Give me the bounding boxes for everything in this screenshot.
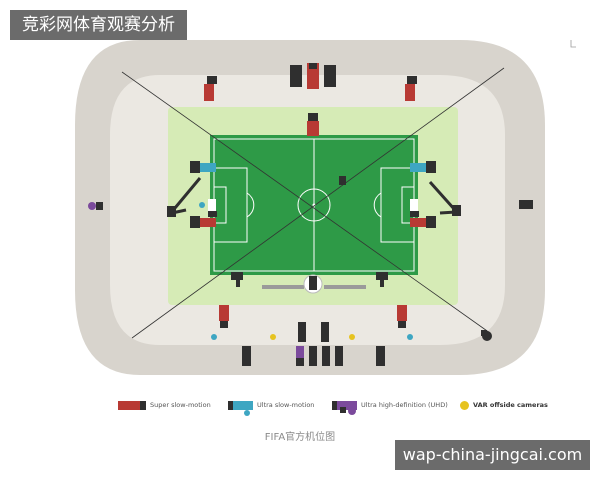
var-camera-right-yellow (349, 334, 355, 340)
legend-uhd-swatch (332, 400, 357, 410)
camera-bottom-mid-2 (321, 322, 329, 342)
legend-var-swatch (460, 400, 469, 410)
camera-centre-spider (339, 176, 346, 185)
diagram-caption: FIFA官方机位图 (264, 432, 336, 443)
legend-ultra-slow-label: Ultra slow-motion (257, 401, 315, 409)
sight-lines (121, 67, 505, 339)
corner-mark (570, 40, 576, 48)
legend-super-slow-swatch (118, 400, 146, 410)
camera-rail-left (262, 285, 304, 289)
camera-bottom-row-uhd (296, 346, 304, 366)
camera-bottom-left-red (219, 305, 229, 328)
camera-right-top-pair (410, 161, 436, 173)
legend-uhd-dot (348, 407, 356, 415)
camera-rail-right (324, 285, 366, 289)
camera-left-jib-head (167, 206, 176, 217)
camera-corner-bottom-right (481, 330, 492, 341)
camera-top-right-red (405, 76, 417, 101)
legend-uhd: Ultra high-definition (UHD) (332, 396, 448, 414)
camera-side-right (519, 200, 533, 209)
site-watermark: wap-china-jingcai.com (395, 440, 590, 470)
legend-ultra-slow-swatch (228, 400, 253, 410)
camera-top-left-red (204, 76, 217, 101)
camera-right-bottom-pair (410, 216, 436, 228)
page-title: 竞彩网体育观赛分析 (10, 10, 187, 40)
camera-top-center-1 (290, 65, 302, 87)
camera-side-left-uhd (88, 202, 103, 210)
camera-bottom-row-5 (376, 346, 385, 366)
camera-bottom-row-4 (335, 346, 343, 366)
legend-var: VAR offside cameras (460, 396, 548, 414)
camera-halfway-top (307, 113, 319, 136)
camera-center-low (309, 276, 317, 290)
camera-bottom-row-2 (309, 346, 317, 366)
var-camera-right-teal (407, 334, 413, 340)
var-camera-left-yellow (270, 334, 276, 340)
camera-left-goal-box (199, 199, 217, 217)
var-camera-left-teal (211, 334, 217, 340)
camera-right-jib-head (452, 205, 461, 216)
legend-uhd-label: Ultra high-definition (UHD) (361, 401, 448, 409)
legend-super-slow: Super slow-motion (118, 396, 211, 414)
legend-uhd-extra (340, 407, 346, 413)
camera-lower-left-apron (231, 272, 243, 287)
camera-top-center-3 (324, 65, 336, 87)
camera-bottom-mid-1 (298, 322, 306, 342)
legend-super-slow-label: Super slow-motion (150, 401, 211, 409)
camera-bottom-row-1 (242, 346, 251, 366)
legend-ultra-slow-dot (244, 410, 250, 416)
camera-lower-right-apron (376, 272, 388, 287)
camera-top-center-2 (307, 63, 319, 89)
camera-right-goal-box (410, 199, 419, 217)
camera-left-top-pair (190, 161, 216, 173)
legend-ultra-slow: Ultra slow-motion (228, 396, 314, 414)
legend-var-label: VAR offside cameras (473, 401, 548, 409)
camera-left-bottom-pair (190, 216, 216, 228)
camera-bottom-row-3 (322, 346, 330, 366)
camera-bottom-right-red (397, 305, 407, 328)
